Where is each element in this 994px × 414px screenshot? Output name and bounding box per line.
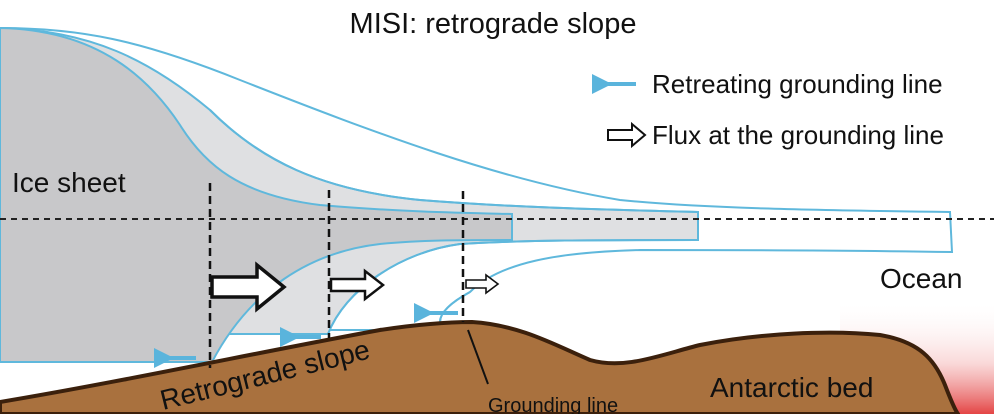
grounding-line-label: Grounding line	[488, 395, 618, 414]
ice-outer-base-line	[439, 291, 471, 323]
ice-sheet-inner	[0, 26, 513, 363]
ocean-label: Ocean	[880, 263, 963, 294]
ice-middle-surface-line	[209, 109, 699, 213]
legend-retreating-label: Retreating grounding line	[652, 69, 943, 99]
grounding-line-pointer	[467, 329, 489, 385]
flux-arrow-medium	[329, 268, 386, 302]
flux-arrow-small	[465, 273, 500, 295]
ice-middle-base-line	[327, 239, 699, 335]
flux-arrow-large	[210, 261, 287, 313]
antarctic-bed-label: Antarctic bed	[710, 372, 873, 403]
legend-flux-label: Flux at the grounding line	[652, 120, 944, 150]
legend-flux-arrow-icon	[607, 121, 647, 149]
diagram-title: MISI: retrograde slope	[350, 8, 637, 40]
ice-sheet-label: Ice sheet	[12, 167, 126, 198]
antarctic-bed	[0, 320, 960, 414]
